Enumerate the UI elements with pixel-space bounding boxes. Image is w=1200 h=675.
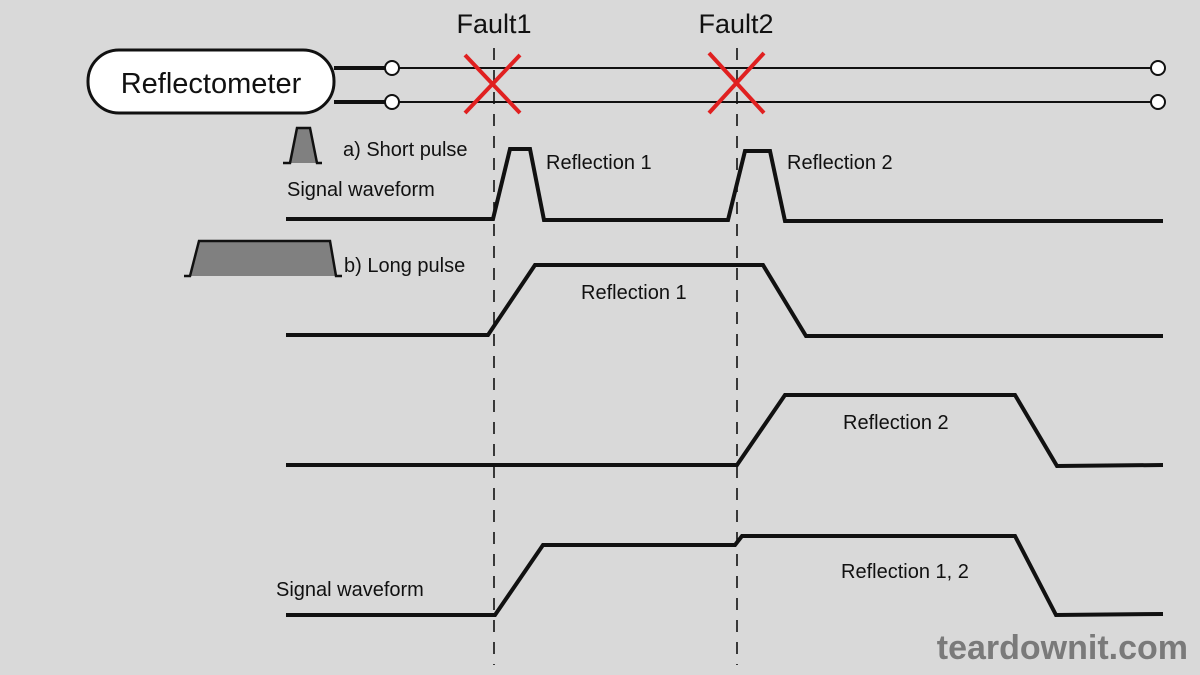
long-pulse-icon [184, 239, 342, 278]
watermark: teardownit.com [937, 629, 1188, 667]
short-pulse-trace [286, 147, 1163, 223]
reflectometer-box: Reflectometer [86, 48, 336, 115]
transmission-line [334, 60, 1166, 110]
short-reflection2-label: Reflection 2 [787, 152, 893, 174]
long-pulse-title: b) Long pulse [344, 255, 465, 277]
long-pulse-trace-reflection1 [286, 263, 1163, 338]
terminal-node [1150, 60, 1166, 76]
fault2-label: Fault2 [698, 9, 773, 39]
fault1-cross-icon [463, 53, 522, 115]
long-pulse-trace-reflection2 [286, 393, 1164, 469]
fault2-cross-icon [707, 51, 766, 115]
terminal-node [384, 60, 400, 76]
reflectometer-label: Reflectometer [121, 68, 302, 100]
combined-reflection-label: Reflection 1, 2 [841, 561, 969, 583]
terminal-node [1150, 94, 1166, 110]
fault1-label: Fault1 [456, 9, 531, 39]
short-pulse-waveform-label: Signal waveform [287, 179, 435, 201]
short-reflection1-label: Reflection 1 [546, 152, 652, 174]
combined-signal-trace [286, 534, 1164, 618]
terminal-node [384, 94, 400, 110]
combined-waveform-label: Signal waveform [276, 579, 424, 601]
long-reflection1-label: Reflection 1 [581, 282, 687, 304]
short-pulse-icon [283, 126, 322, 165]
short-pulse-title: a) Short pulse [343, 139, 468, 161]
long-reflection2-label: Reflection 2 [843, 412, 949, 434]
